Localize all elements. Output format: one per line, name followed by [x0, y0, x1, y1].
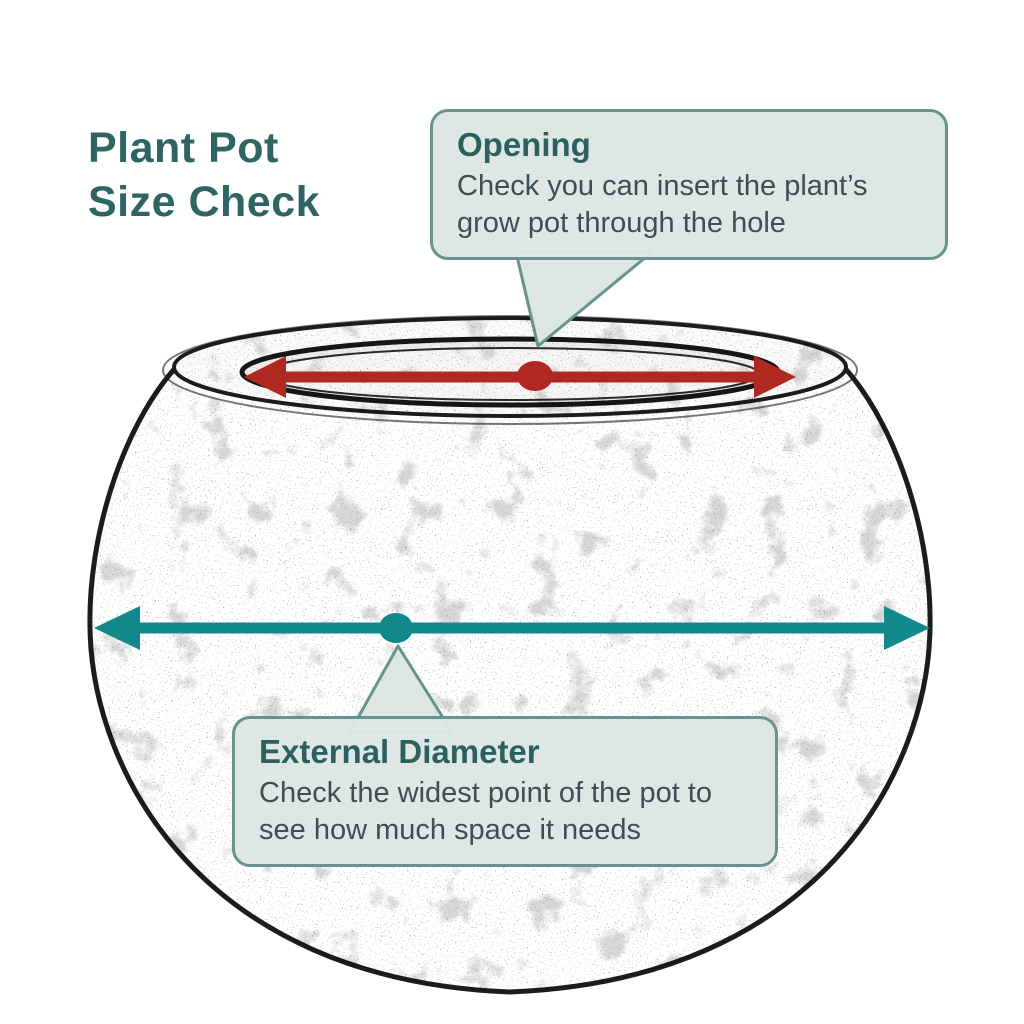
opening-arrowhead-right: [754, 356, 796, 398]
callout-opening: Opening Check you can insert the plant’s…: [430, 109, 948, 261]
page-title-line-2: Size Check: [88, 177, 321, 226]
opening-midpoint-dot: [517, 361, 553, 391]
callout-opening-heading: Opening: [457, 126, 591, 163]
external-midpoint-dot: [379, 613, 413, 643]
external-arrowhead-left: [94, 606, 140, 650]
opening-diameter-arrow: [244, 356, 796, 398]
callout-opening-body: Check you can insert the plant’s grow po…: [457, 170, 868, 239]
callout-external-diameter: External Diameter Check the widest point…: [232, 716, 778, 868]
callout-external-heading: External Diameter: [259, 733, 540, 770]
pot-texture-shading: [89, 318, 931, 992]
page-title: Plant Pot Size Check: [88, 122, 320, 230]
external-arrowhead-right: [884, 606, 930, 650]
page-title-line-1: Plant Pot: [88, 124, 279, 172]
pot-sketch: [87, 315, 933, 995]
opening-arrowhead-left: [244, 356, 286, 398]
external-diameter-arrow: [94, 606, 930, 650]
callout-external-body: Check the widest point of the pot to see…: [259, 777, 712, 846]
